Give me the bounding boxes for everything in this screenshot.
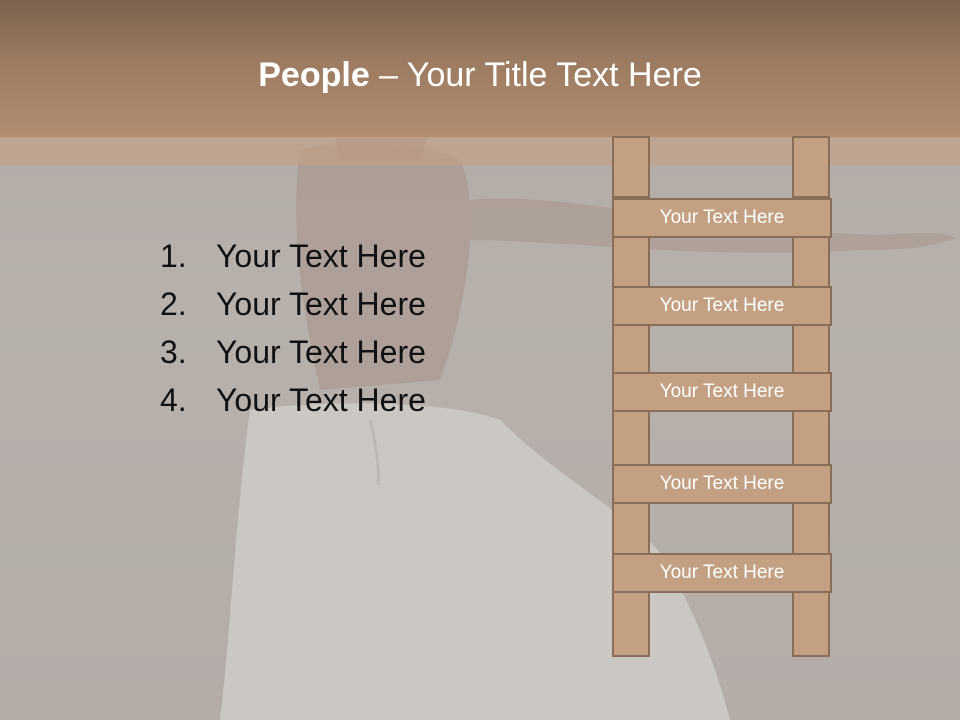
ladder-rung-1[interactable]: Your Text Here [612, 198, 832, 238]
slide-title[interactable]: People – Your Title Text Here [0, 52, 960, 98]
ladder-right-rail [792, 410, 830, 466]
title-bold: People [258, 56, 370, 94]
list-number: 3. [160, 334, 187, 370]
ladder-right-rail [792, 236, 830, 288]
ladder-left-rail [612, 324, 650, 374]
list-item: 4. Your Text Here [160, 376, 426, 424]
ladder-left-rail [612, 236, 650, 288]
list-item: 3. Your Text Here [160, 328, 426, 376]
list-number: 2. [160, 286, 187, 322]
ladder-rung-4[interactable]: Your Text Here [612, 464, 832, 504]
ladder-right-rail [792, 136, 830, 198]
list-number: 4. [160, 382, 187, 418]
list-number: 1. [160, 238, 187, 274]
numbered-list[interactable]: 1. Your Text Here 2. Your Text Here 3. Your… [160, 232, 426, 424]
list-text: Your Text Here [216, 334, 426, 370]
ladder-left-rail [612, 590, 650, 657]
ladder-right-rail [792, 502, 830, 556]
list-text: Your Text Here [216, 382, 426, 418]
title-text: – Your Title Text Here [369, 56, 702, 94]
list-item: 1. Your Text Here [160, 232, 426, 280]
ladder-left-rail [612, 502, 650, 556]
list-item: 2. Your Text Here [160, 280, 426, 328]
ladder-rung-2[interactable]: Your Text Here [612, 286, 832, 326]
ladder-rung-3[interactable]: Your Text Here [612, 372, 832, 412]
title-bar [0, 0, 960, 137]
ladder-right-rail [792, 324, 830, 374]
ladder-rung-5[interactable]: Your Text Here [612, 553, 832, 593]
ladder-right-rail [792, 590, 830, 657]
ladder-left-rail [612, 136, 650, 198]
list-text: Your Text Here [216, 286, 426, 322]
ladder-left-rail [612, 410, 650, 466]
list-text: Your Text Here [216, 238, 426, 274]
